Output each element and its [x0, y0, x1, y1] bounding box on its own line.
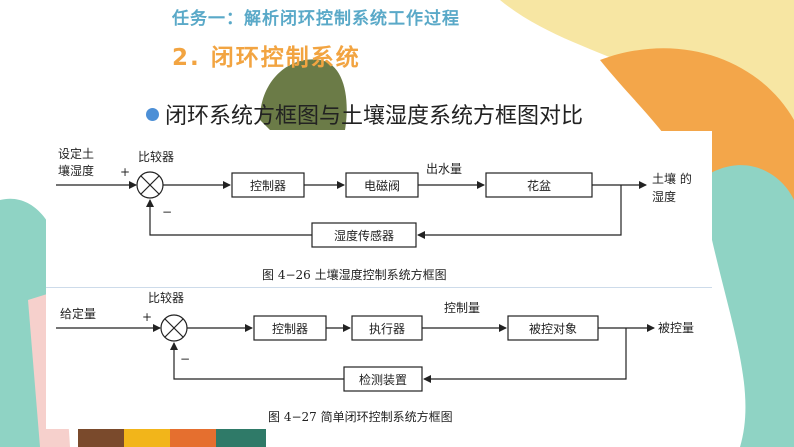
output-label-line2: 湿度 [652, 189, 676, 204]
minus-sign: − [180, 352, 190, 366]
actuator-label: 执行器 [369, 322, 405, 336]
pot-label: 花盆 [527, 178, 551, 193]
bullet-dot-icon [146, 108, 159, 121]
bullet-point: 闭环系统方框图与土壤湿度系统方框图对比 [146, 98, 583, 130]
plant-label: 被控对象 [529, 322, 577, 336]
caption-1: 图 4−26 土壤湿度控制系统方框图 [262, 267, 447, 282]
input-label: 给定量 [60, 306, 96, 321]
controller-label: 控制器 [250, 179, 286, 193]
output-label-line1: 土壤 的 [652, 171, 692, 186]
input-label-line1: 设定土 [58, 146, 94, 161]
valve-label: 电磁阀 [364, 178, 400, 193]
plus-sign: + [120, 165, 130, 179]
comparator-icon [161, 315, 187, 341]
detector-label: 检测装置 [359, 372, 407, 387]
control-label: 控制量 [444, 301, 480, 315]
comparator-label: 比较器 [148, 290, 184, 305]
section-title: 2. 闭环控制系统 [172, 38, 361, 72]
caption-2: 图 4−27 简单闭环控制系统方框图 [268, 409, 453, 424]
soil-moisture-diagram: 设定土 壤湿度 比较器 + − 控制器 电磁阀 出水量 花盆 土壤 的 湿度 湿… [46, 131, 712, 287]
controller-label: 控制器 [272, 322, 308, 336]
output-label: 被控量 [658, 321, 694, 335]
closed-loop-diagram: 给定量 比较器 + − 控制器 执行器 控制量 被控对象 被控量 检测装置 图 … [46, 287, 712, 429]
comparator-icon [137, 172, 163, 198]
input-label-line2: 壤湿度 [58, 163, 94, 178]
sensor-label: 湿度传感器 [334, 228, 394, 243]
minus-sign: − [162, 205, 172, 219]
comparator-label: 比较器 [138, 149, 174, 164]
task-title: 任务一：解析闭环控制系统工作过程 [172, 4, 460, 29]
bullet-text: 闭环系统方框图与土壤湿度系统方框图对比 [165, 98, 583, 130]
flow-label: 出水量 [426, 162, 462, 176]
plus-sign: + [142, 310, 152, 324]
